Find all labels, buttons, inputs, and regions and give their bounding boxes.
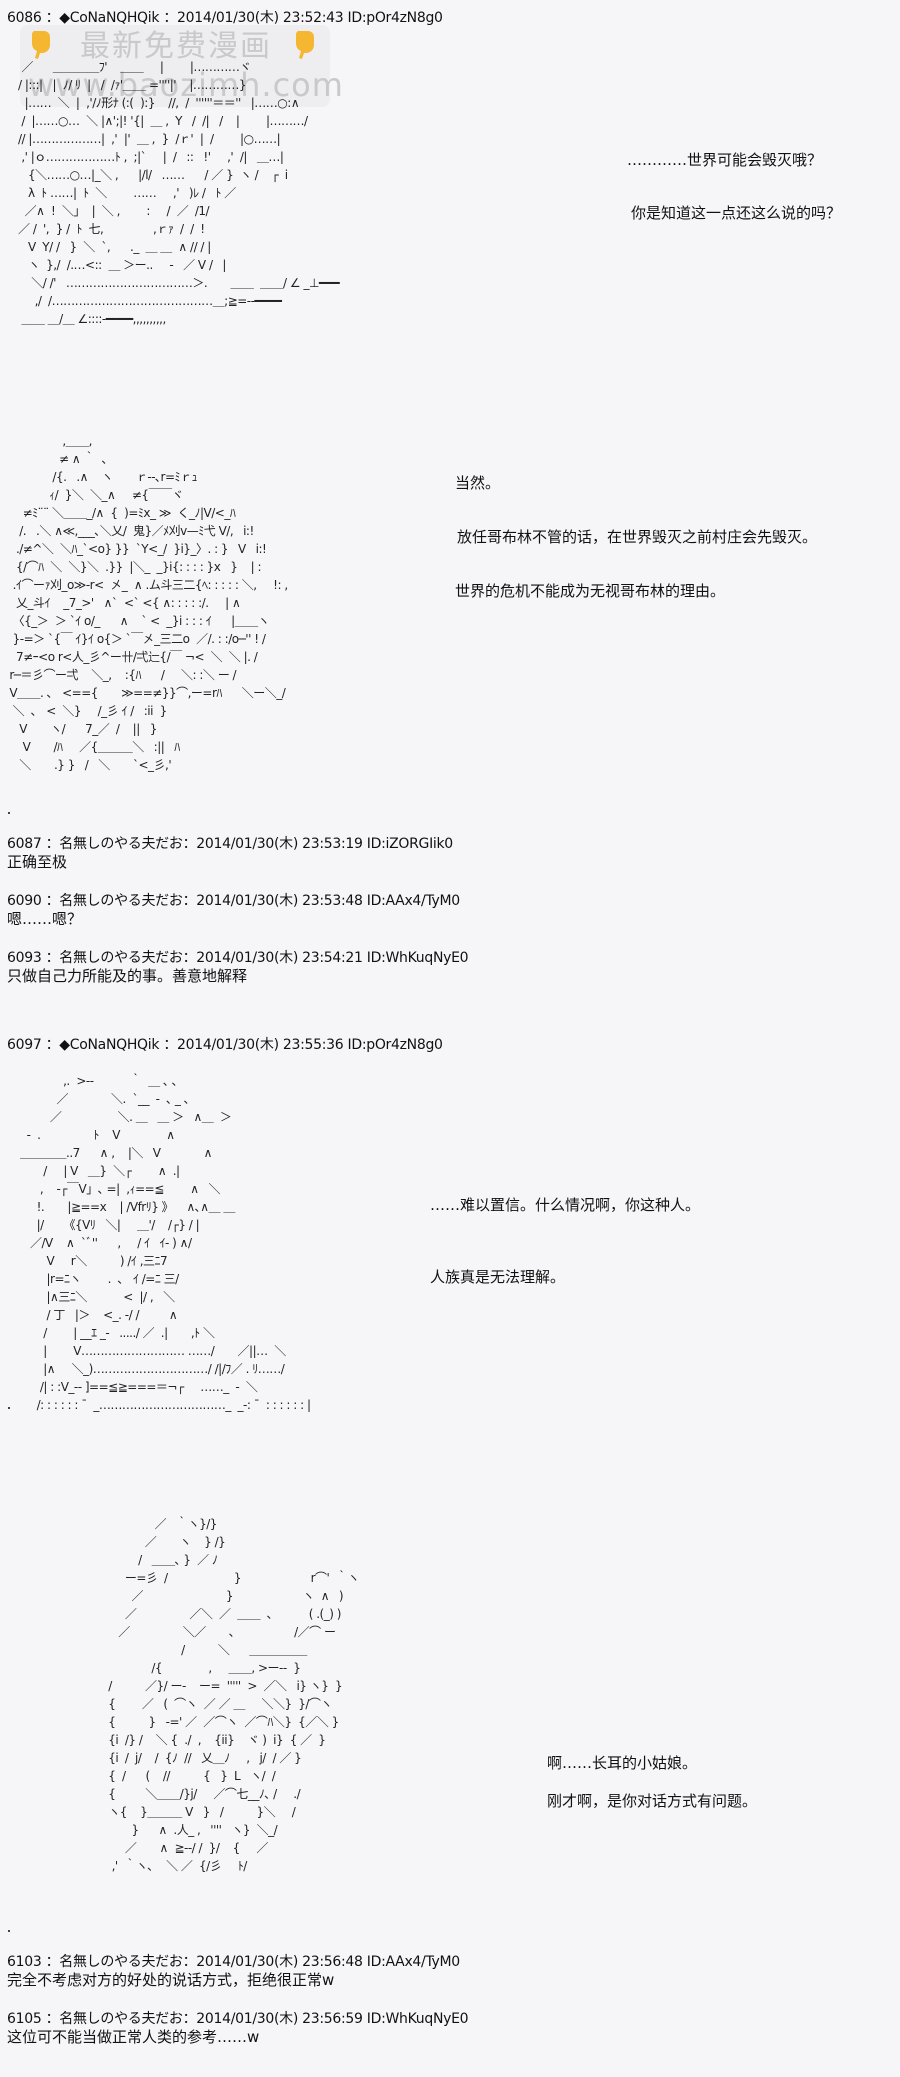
pointing-hand-icon bbox=[31, 31, 50, 59]
separator-dot bbox=[8, 1407, 10, 1409]
dialogue-line: 放任哥布林不管的话，在世界毁灭之前村庄会先毁灭。 bbox=[457, 528, 818, 546]
post-header: 6087 ：名無しのやる夫だお：2014/01/30(木) 23:53:19 I… bbox=[7, 836, 453, 852]
watermark-title: 最新免费漫画 bbox=[80, 29, 272, 64]
dialogue-line: 刚才啊，是你对话方式有问题。 bbox=[547, 1792, 758, 1810]
post-header: 6093 ：名無しのやる夫だお：2014/01/30(木) 23:54:21 I… bbox=[7, 950, 469, 966]
post-header: 6086 ：◆CoNaNQHQik ：2014/01/30(木) 23:52:4… bbox=[7, 10, 443, 26]
dialogue-line: 当然。 bbox=[455, 474, 501, 492]
separator-dot bbox=[8, 812, 10, 814]
dialogue-line: 你是知道这一点还这么说的吗？ bbox=[631, 204, 842, 222]
dialogue-line: …………世界可能会毁灭哦？ bbox=[627, 151, 823, 169]
post-body: 这位可不能当做正常人类的参考……w bbox=[7, 2028, 260, 2046]
post-body: 正确至极 bbox=[7, 853, 68, 871]
post-body: 嗯……嗯？ bbox=[7, 910, 83, 928]
ascii-art-2: ,＿＿, ≠ ∧ ｀ ､ /{. .∧ ヽ ｒ--､r=ﾐｒｭ ｨ/ }＼ ＼_… bbox=[9, 434, 288, 772]
ascii-art-4: ／ ｀ヽ}/} ／ ヽ } /} / ＿＿､ } ／ ﾉ ー=彡 / } r⌒'… bbox=[108, 1517, 359, 1873]
pointing-hand-icon bbox=[295, 31, 314, 59]
post-body: 完全不考虑对方的好处的说话方式，拒绝很正常w bbox=[7, 1971, 335, 1989]
watermark: 最新免费漫画 www.baozimh.com bbox=[20, 25, 343, 107]
post-header: 6103 ：名無しのやる夫だお：2014/01/30(木) 23:56:48 I… bbox=[7, 1954, 460, 1970]
dialogue-line: 啊……长耳的小姑娘。 bbox=[547, 1754, 698, 1772]
dialogue-line: 人族真是无法理解。 bbox=[430, 1268, 566, 1286]
post-header: 6090 ：名無しのやる夫だお：2014/01/30(木) 23:53:48 I… bbox=[7, 893, 460, 909]
post-body: 只做自己力所能及的事。善意地解释 bbox=[7, 967, 248, 985]
dialogue-line: ……难以置信。什么情况啊，你这种人。 bbox=[430, 1196, 701, 1214]
watermark-url: www.baozimh.com bbox=[28, 66, 344, 104]
ascii-art-3: ,. >-- ｀ ＿ ､ ､ ／ ＼. `__ - ､ _ ､ ／ ＼. ＿ ＿… bbox=[20, 1074, 311, 1412]
post-header: 6097 ：◆CoNaNQHQik ：2014/01/30(木) 23:55:3… bbox=[7, 1037, 443, 1053]
separator-dot bbox=[8, 1930, 10, 1932]
dialogue-line: 世界的危机不能成为无视哥布林的理由。 bbox=[455, 582, 726, 600]
post-header: 6105 ：名無しのやる夫だお：2014/01/30(木) 23:56:59 I… bbox=[7, 2011, 469, 2027]
ascii-art-1: ／ ＿＿＿＿ﾌ' ＿＿ | |…………ヾ / |:::| | ﾉ/ ﾘ | / … bbox=[18, 60, 340, 326]
